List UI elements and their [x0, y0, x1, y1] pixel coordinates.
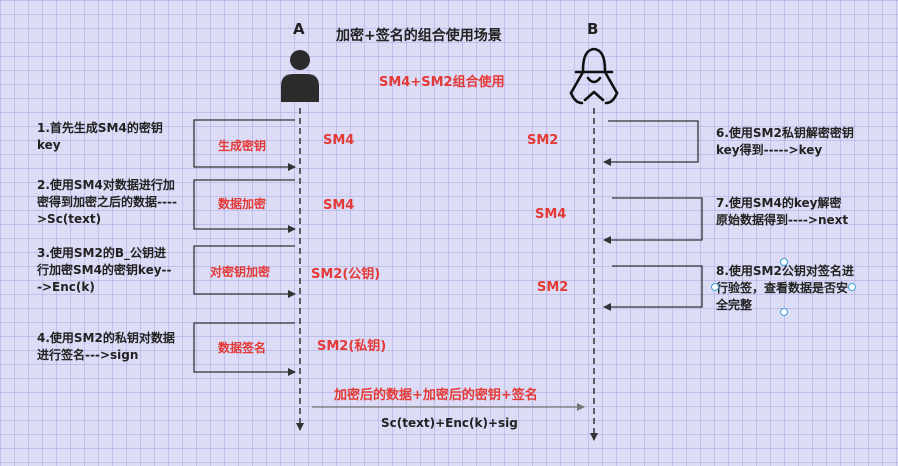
selection-handle-top[interactable]: [780, 258, 788, 266]
actor-a-label: A: [293, 20, 305, 38]
selection-handle-bottom[interactable]: [780, 308, 788, 316]
selection-handle-left[interactable]: [711, 283, 719, 291]
left-step-3: 3.使用SM2的B_公钥进行加密SM4的密钥key--->Enc(k): [37, 246, 172, 294]
loop-b-3: [603, 265, 703, 311]
left-action-4: 数据签名: [218, 341, 267, 355]
loop-a-4: [193, 322, 296, 376]
left-action-2: 数据加密: [218, 197, 267, 211]
left-algo-1: SM4: [323, 133, 355, 148]
left-step-2: 2.使用SM4对数据进行加密得到加密之后的数据---->Sc(text): [37, 178, 177, 226]
message-label: 加密后的数据+加密后的密钥+签名: [334, 388, 538, 403]
actor-b-label: B: [587, 20, 599, 38]
user-icon: [281, 50, 319, 102]
hooded-user-icon: [569, 47, 619, 105]
loop-b-1: [603, 120, 699, 166]
right-step-8: 8.使用SM2公钥对签名进行验签，查看数据是否安全完整: [716, 264, 854, 312]
right-algo-3: SM2: [537, 280, 569, 295]
left-action-1: 生成密钥: [218, 139, 267, 153]
left-step-1: 1.首先生成SM4的密钥key: [37, 121, 163, 152]
left-step-4: 4.使用SM2的私钥对数据进行签名--->sign: [37, 331, 175, 362]
selection-handle-right[interactable]: [848, 283, 856, 291]
loop-a-2: [193, 179, 296, 233]
loop-a-1: [193, 119, 296, 171]
right-algo-1: SM2: [527, 133, 559, 148]
subtitle: SM4+SM2组合使用: [379, 75, 505, 90]
loop-b-2: [603, 197, 703, 244]
left-algo-2: SM4: [323, 198, 355, 213]
right-step-7: 7.使用SM4的key解密原始数据得到---->next: [716, 196, 849, 227]
right-step-6: 6.使用SM2私钥解密密钥key得到----->key: [716, 126, 854, 157]
left-action-3: 对密钥加密: [210, 265, 271, 279]
left-algo-4: SM2(私钥): [317, 339, 387, 354]
left-algo-3: SM2(公钥): [311, 267, 381, 282]
right-algo-2: SM4: [535, 207, 567, 222]
diagram-title: 加密+签名的组合使用场景: [336, 28, 502, 44]
loop-a-3: [193, 245, 296, 298]
message-formula: Sc(text)+Enc(k)+sig: [381, 416, 518, 430]
